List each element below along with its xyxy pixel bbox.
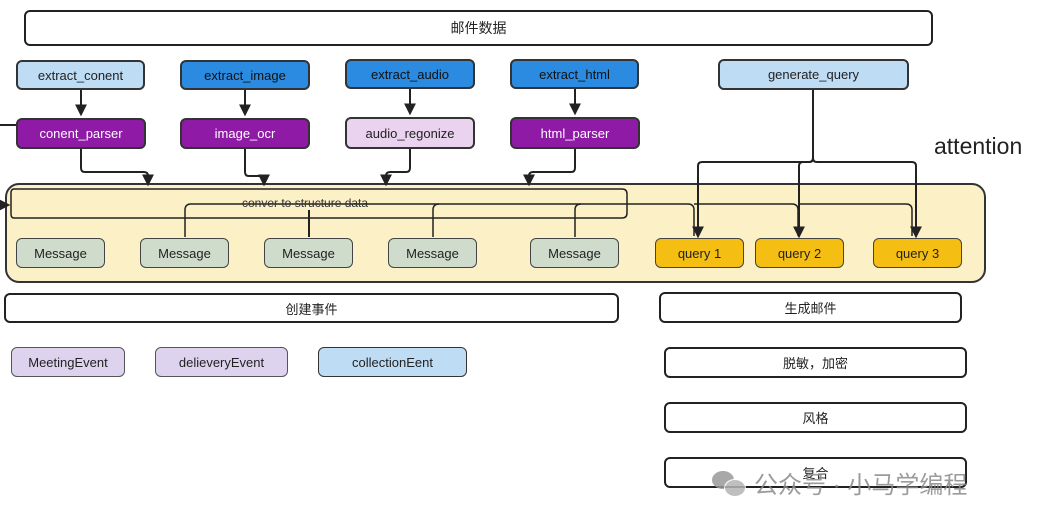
image-ocr-node: image_ocr (180, 118, 310, 149)
desensitize-encrypt-box: 脱敏，加密 (664, 347, 967, 378)
audio-recognize-node: audio_regonize (345, 117, 475, 149)
extract-audio-node: extract_audio (345, 59, 475, 89)
html-parser-label: html_parser (540, 125, 610, 141)
content-parser-node: conent_parser (16, 118, 146, 149)
arrow-parser-html (523, 149, 576, 187)
generate-mail-label: 生成邮件 (784, 301, 837, 316)
structured-data-container (5, 183, 986, 283)
query-label-3: query 3 (895, 245, 940, 261)
message-node-1: Message (16, 238, 105, 268)
attention-label: attention (934, 133, 1023, 159)
message-label-2: Message (158, 245, 211, 261)
arrow-parser-audio (380, 149, 411, 187)
convert-to-structure-label: conver to structure data (242, 196, 369, 210)
extract-image-node: extract_image (180, 60, 310, 90)
watermark-text: 公众号 · 小马学编程 (754, 472, 968, 499)
mail-data-title: 邮件数据 (450, 20, 507, 36)
generate-mail-box: 生成邮件 (659, 292, 962, 323)
extract-html-node: extract_html (510, 59, 639, 89)
create-event-label: 创建事件 (285, 301, 338, 317)
message-node-5: Message (530, 238, 619, 268)
query-label-1: query 1 (677, 245, 722, 261)
meeting-event-node: MeetingEvent (11, 347, 125, 377)
generate-query-node: generate_query (718, 59, 909, 90)
arrow-parser-image (244, 149, 270, 187)
collection-event-node: collectionEent (318, 347, 467, 377)
message-label-1: Message (34, 245, 87, 261)
audio-recognize-label: audio_regonize (365, 125, 455, 141)
extract-html-label: extract_html (539, 66, 610, 82)
delivery-event-node: delieveryEvent (155, 347, 288, 377)
style-label: 风格 (802, 411, 829, 426)
composite-label: 复合 (802, 466, 829, 481)
message-node-2: Message (140, 238, 229, 268)
image-ocr-label: image_ocr (214, 126, 276, 141)
meeting-event-label: MeetingEvent (28, 354, 108, 370)
content-parser-label: conent_parser (39, 126, 123, 141)
create-event-box: 创建事件 (4, 293, 619, 323)
message-node-4: Message (388, 238, 477, 268)
message-label-4: Message (406, 245, 459, 261)
message-label-5: Message (548, 245, 601, 261)
arrow-parser-content (80, 149, 154, 187)
query-node-1: query 1 (655, 238, 744, 268)
query-node-3: query 3 (873, 238, 962, 268)
query-label-2: query 2 (777, 245, 822, 261)
collection-event-label: collectionEent (352, 354, 433, 370)
query-node-2: query 2 (755, 238, 844, 268)
wechat-icon (712, 469, 746, 497)
generate-query-label: generate_query (767, 67, 860, 82)
html-parser-node: html_parser (510, 117, 640, 149)
wechat-watermark: 公众号 · 小马学编程 (712, 465, 967, 500)
extract-image-label: extract_image (204, 67, 286, 83)
extract-content-label: extract_conent (37, 67, 124, 83)
extract-audio-label: extract_audio (370, 66, 450, 82)
desensitize-encrypt-label: 脱敏，加密 (782, 356, 848, 371)
mail-data-title-box: 邮件数据 (24, 10, 933, 46)
message-node-3: Message (264, 238, 353, 268)
delivery-event-label: delieveryEvent (178, 354, 265, 370)
extract-content-node: extract_conent (16, 60, 145, 90)
message-label-3: Message (282, 245, 335, 261)
style-box: 风格 (664, 402, 967, 433)
